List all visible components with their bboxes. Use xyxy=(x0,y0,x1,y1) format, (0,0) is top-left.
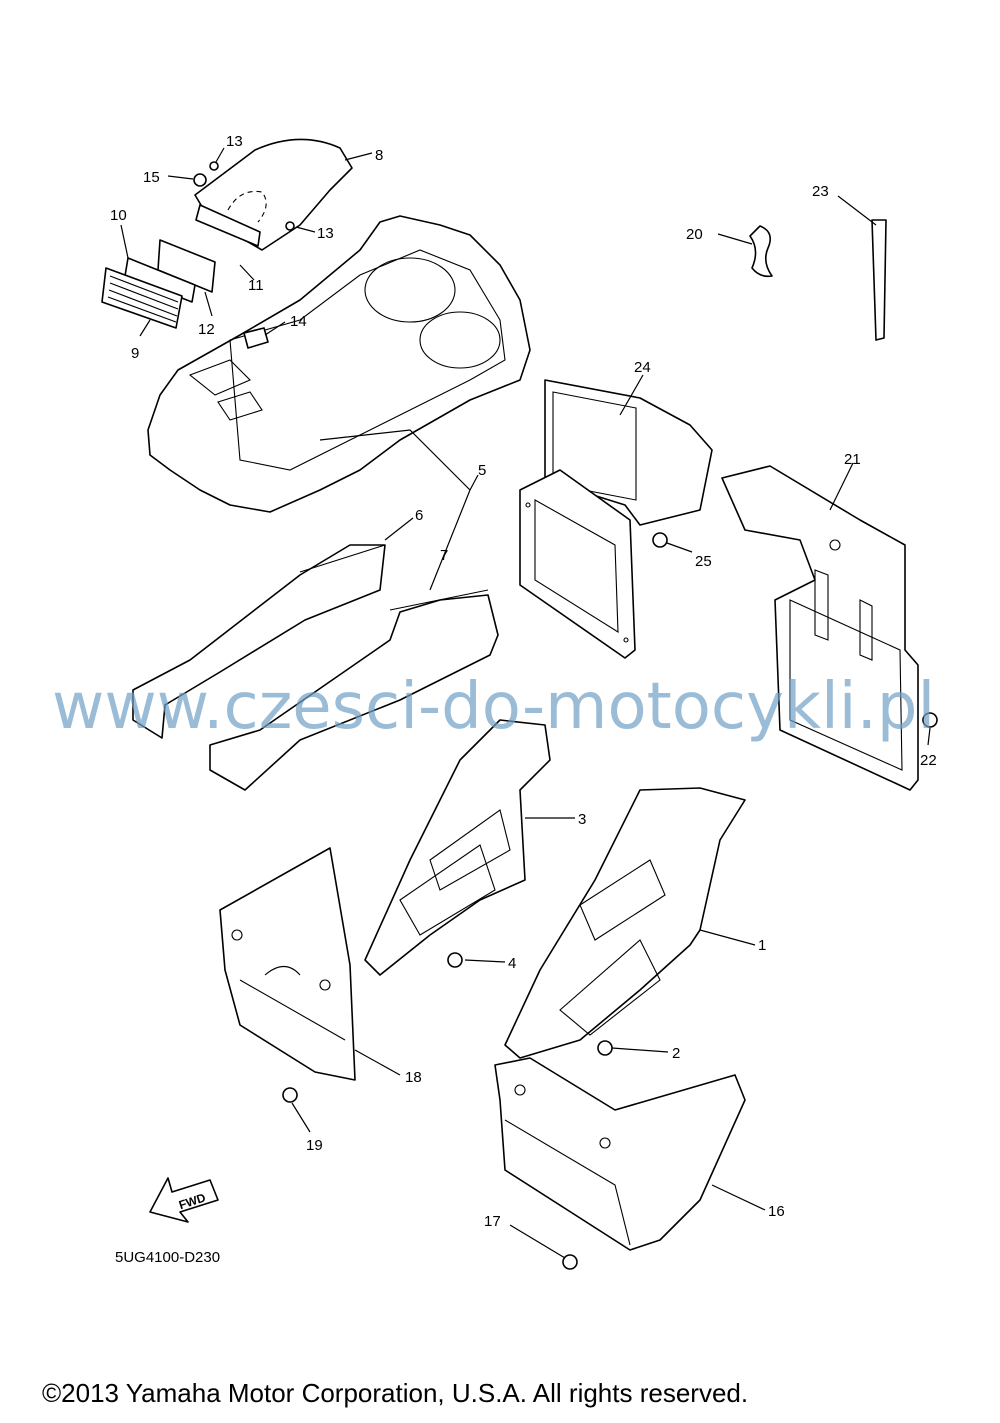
callout-21: 21 xyxy=(844,451,861,468)
leader-lines xyxy=(120,147,931,1259)
part-7-deflector xyxy=(209,589,499,791)
callout-4: 4 xyxy=(508,955,516,972)
part-4-rivet xyxy=(447,952,463,968)
callout-25: 25 xyxy=(695,553,712,570)
callout-20: 20 xyxy=(686,226,703,243)
part-12-seal xyxy=(157,239,216,293)
callout-2: 2 xyxy=(672,1045,680,1062)
callout-1: 1 xyxy=(758,937,766,954)
part-24-frame xyxy=(519,469,636,659)
part-11-bracket xyxy=(195,204,261,247)
part-16-guard xyxy=(494,1057,746,1251)
part-15-screw xyxy=(193,173,207,187)
fwd-arrow-icon: FWD xyxy=(149,1177,219,1223)
part-23-cable-tie xyxy=(871,219,887,341)
callout-6: 6 xyxy=(415,507,423,524)
callout-24: 24 xyxy=(634,359,651,376)
part-17-rivet xyxy=(562,1254,578,1270)
callout-15: 15 xyxy=(143,169,160,186)
part-9-grille xyxy=(101,267,183,329)
callout-8: 8 xyxy=(375,147,383,164)
part-20-clamp xyxy=(749,225,773,278)
callout-11: 11 xyxy=(248,277,264,294)
part-1-side-cover xyxy=(504,787,746,1059)
part-18-guard xyxy=(219,847,356,1081)
callout-13-upper: 13 xyxy=(226,133,243,150)
part-10-frame xyxy=(124,257,196,303)
main-body-tray xyxy=(147,215,531,513)
copyright-notice: ©2013 Yamaha Motor Corporation, U.S.A. A… xyxy=(42,1378,748,1408)
callout-22: 22 xyxy=(920,752,937,769)
part-14-clip xyxy=(243,327,269,349)
callout-13-lower: 13 xyxy=(317,225,334,242)
callout-14: 14 xyxy=(290,313,307,330)
callout-7: 7 xyxy=(440,547,448,564)
callout-9: 9 xyxy=(131,345,139,362)
part-13-bolt-upper xyxy=(209,161,219,171)
callout-5: 5 xyxy=(478,462,486,479)
watermark-text: www.czesci-do-motocykli.pl xyxy=(52,670,935,744)
callout-23: 23 xyxy=(812,183,829,200)
part-6-deflector xyxy=(132,544,386,739)
part-21-panel xyxy=(721,465,919,791)
part-2-rivet xyxy=(597,1040,613,1056)
part-13-bolt-lower xyxy=(285,221,295,231)
part-22-rivet xyxy=(922,712,938,728)
callout-16: 16 xyxy=(768,1203,785,1220)
callout-18: 18 xyxy=(405,1069,422,1086)
callout-3: 3 xyxy=(578,811,586,828)
callout-12: 12 xyxy=(198,321,215,338)
part-3-side-cover xyxy=(364,719,551,976)
part-19-rivet xyxy=(282,1087,298,1103)
callout-17: 17 xyxy=(484,1213,501,1230)
part-25-rivet xyxy=(652,532,668,548)
callout-10: 10 xyxy=(110,207,127,224)
callout-19: 19 xyxy=(306,1137,323,1154)
callout-labels: 1 2 3 4 5 6 7 8 9 10 11 12 13 13 14 15 1… xyxy=(110,133,937,1230)
diagram-code: 5UG4100-D230 xyxy=(115,1249,220,1266)
